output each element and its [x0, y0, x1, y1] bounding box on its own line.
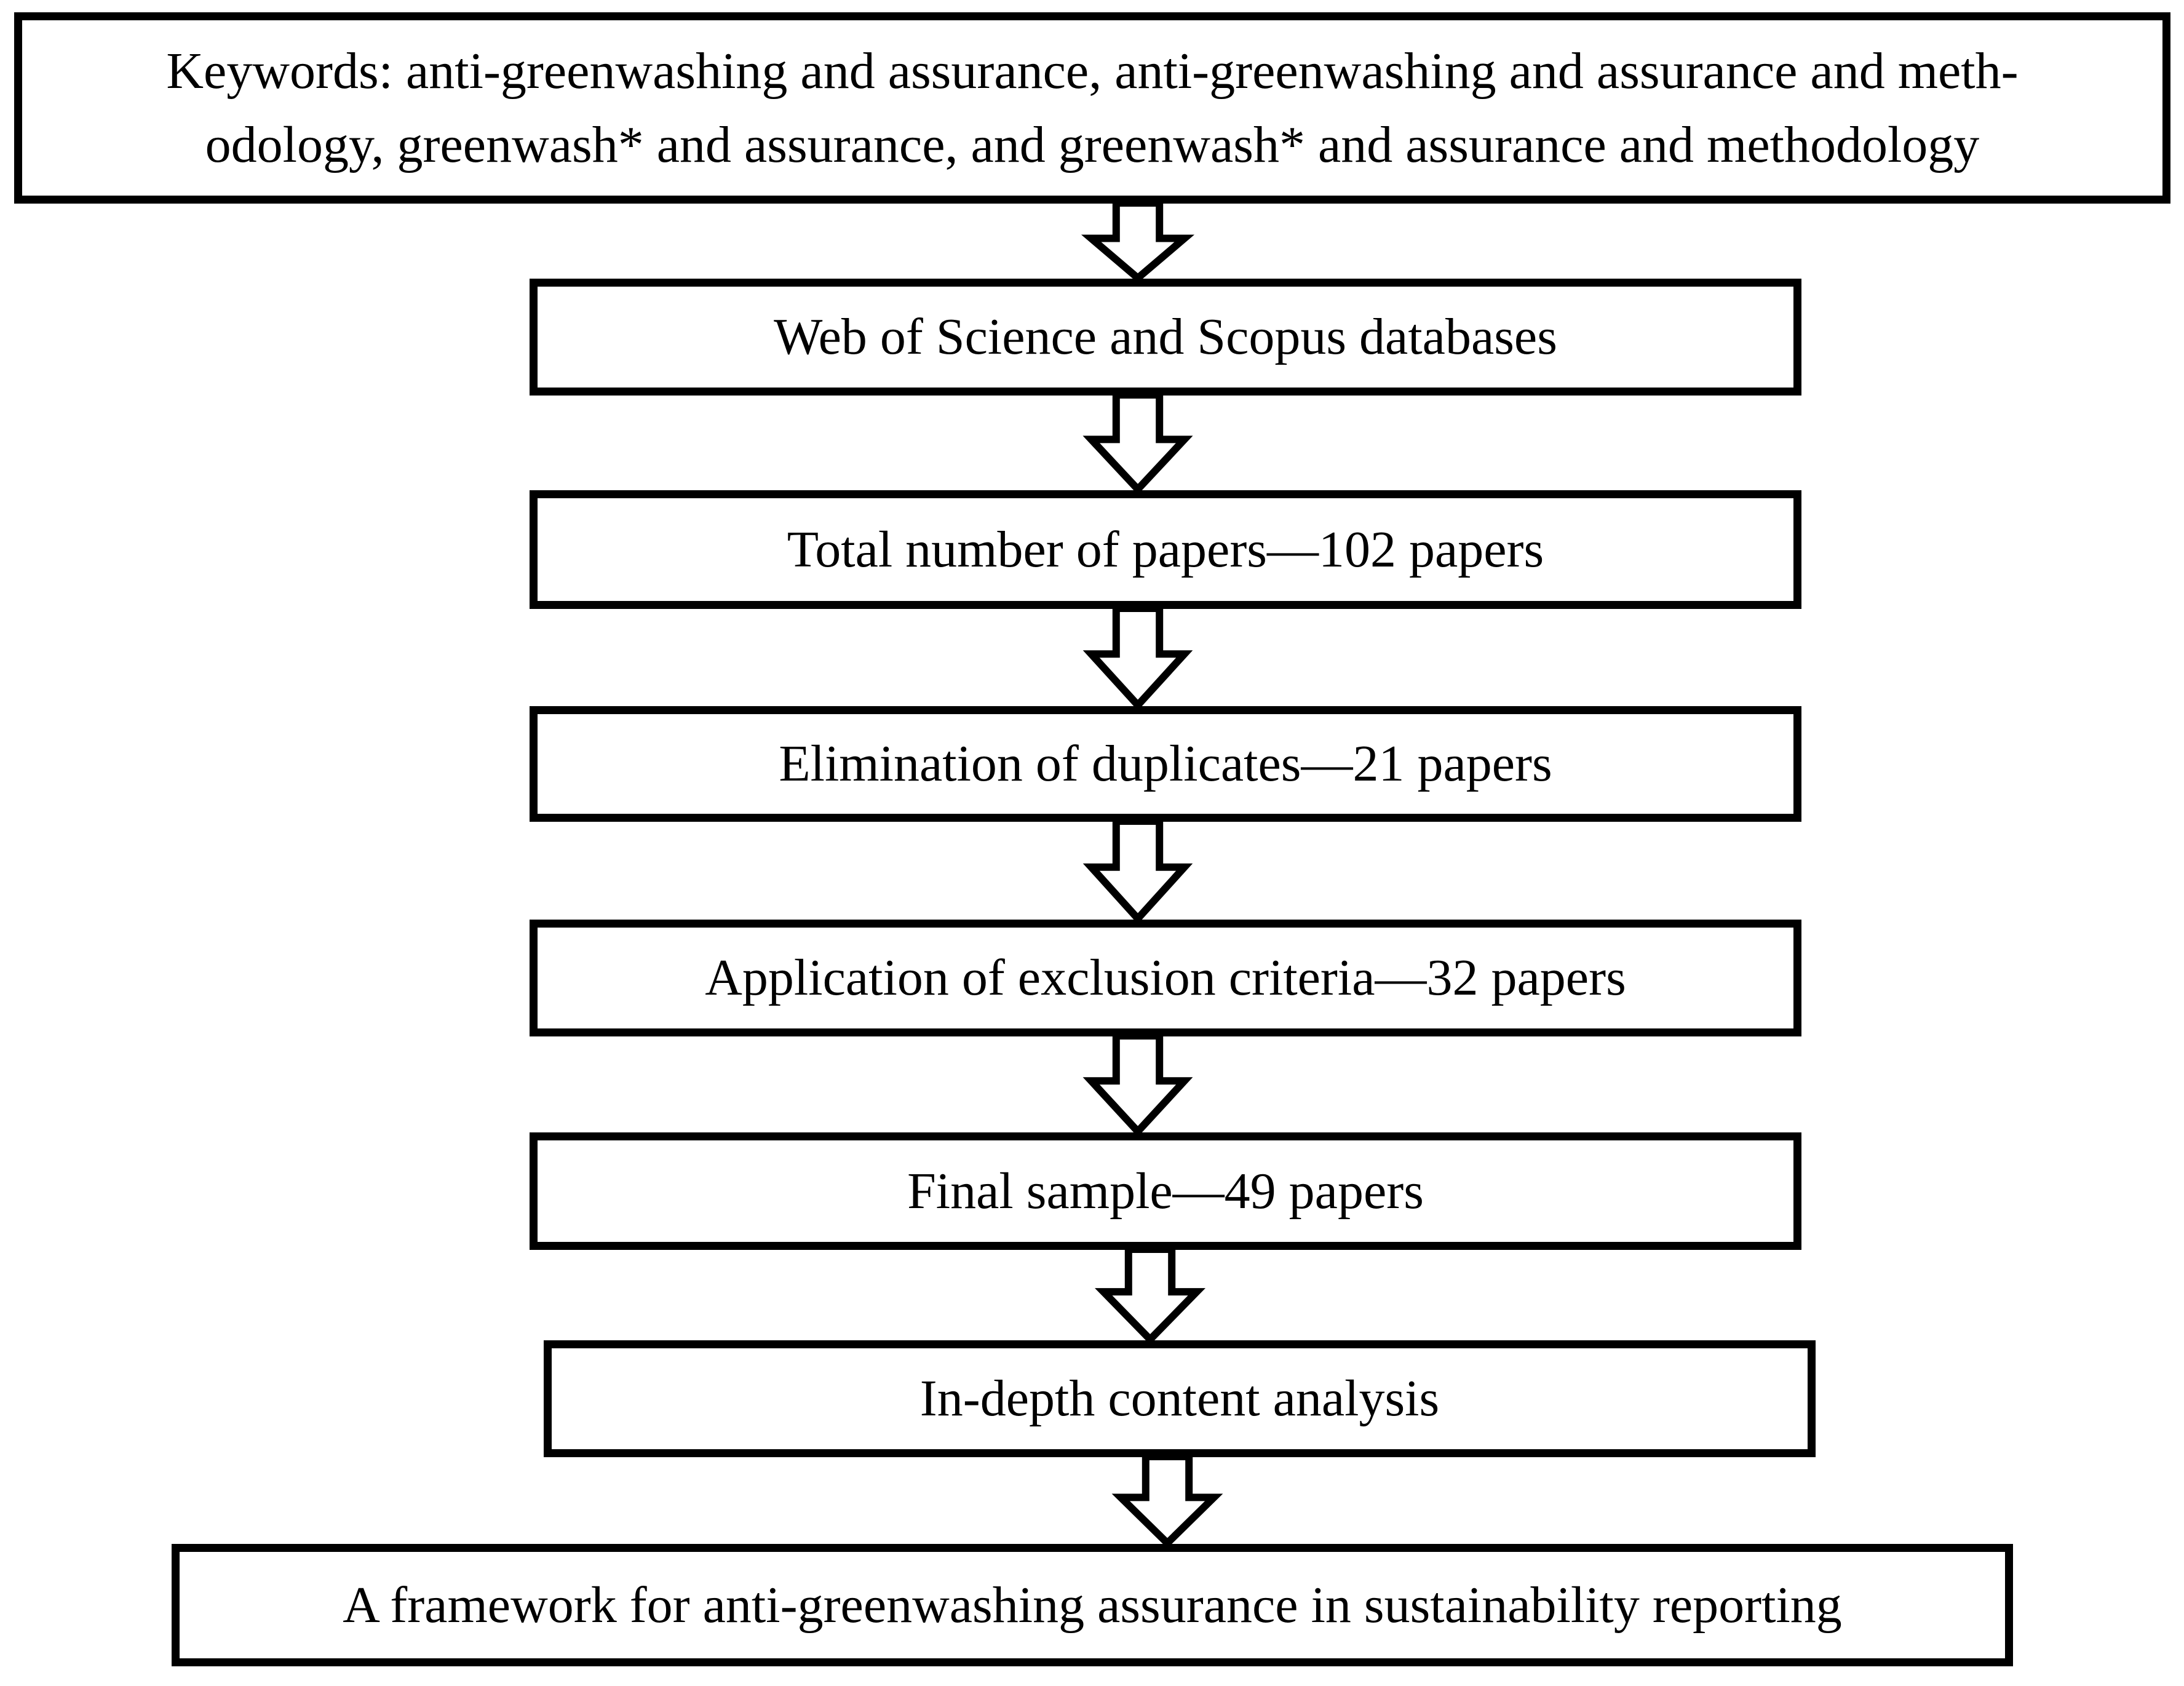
keywords-line-2: odology, greenwash* and assurance, and g… — [205, 116, 1980, 173]
duplicates-label: Elimination of duplicates—21 papers — [779, 735, 1552, 793]
down-arrow-icon — [1089, 395, 1187, 491]
total-papers-box: Total number of papers—102 papers — [530, 490, 1801, 609]
keywords-line-1: Keywords: anti-greenwashing and assuranc… — [166, 42, 2019, 100]
databases-label: Web of Science and Scopus databases — [774, 308, 1557, 366]
framework-outcome-box: A framework for anti-greenwashing assura… — [172, 1544, 2013, 1666]
exclusion-criteria-label: Application of exclusion criteria—32 pap… — [705, 949, 1626, 1007]
down-arrow-icon — [1101, 1249, 1199, 1341]
down-arrow-icon — [1089, 203, 1187, 279]
framework-outcome-label: A framework for anti-greenwashing assura… — [343, 1576, 1842, 1634]
final-sample-label: Final sample—49 papers — [907, 1162, 1424, 1220]
down-arrow-icon — [1089, 1036, 1187, 1133]
content-analysis-label: In-depth content analysis — [919, 1370, 1440, 1428]
databases-box: Web of Science and Scopus databases — [530, 279, 1801, 396]
keywords-box: Keywords: anti-greenwashing and assuranc… — [14, 12, 2170, 204]
down-arrow-icon — [1118, 1457, 1217, 1545]
down-arrow-icon — [1089, 821, 1187, 920]
duplicates-box: Elimination of duplicates—21 papers — [530, 706, 1801, 822]
exclusion-criteria-box: Application of exclusion criteria—32 pap… — [530, 920, 1801, 1036]
final-sample-box: Final sample—49 papers — [530, 1132, 1801, 1250]
total-papers-label: Total number of papers—102 papers — [787, 520, 1544, 578]
content-analysis-box: In-depth content analysis — [544, 1340, 1816, 1457]
down-arrow-icon — [1089, 608, 1187, 707]
